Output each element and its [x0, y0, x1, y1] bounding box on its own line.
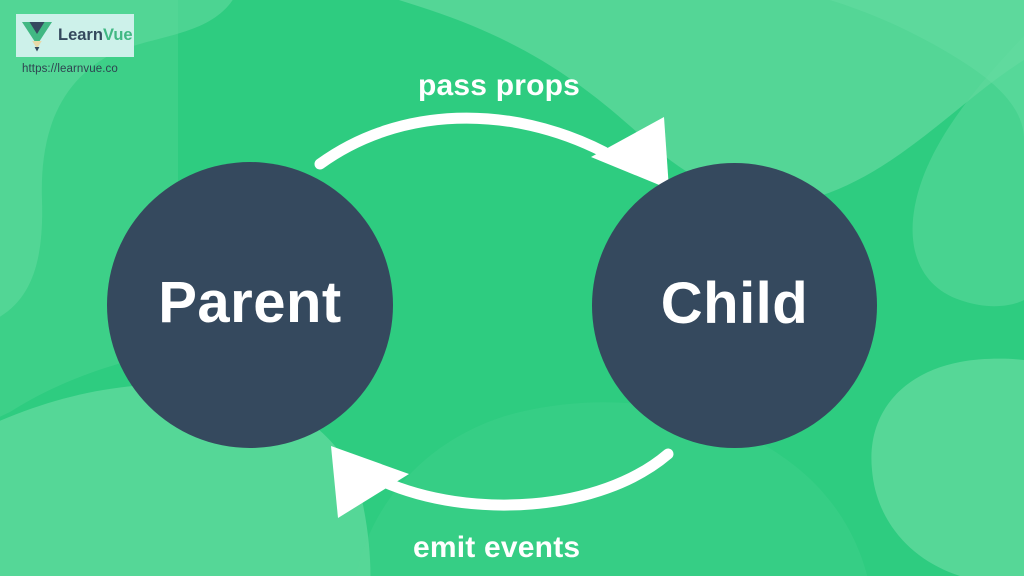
learnvue-logo-icon: [22, 21, 52, 51]
logo-wordmark-vue: Vue: [102, 26, 133, 45]
edge-label-pass-props: pass props: [418, 69, 581, 102]
brand-url[interactable]: https://learnvue.co: [22, 63, 118, 75]
logo-box[interactable]: LearnVue: [16, 14, 134, 57]
node-parent[interactable]: Parent: [107, 162, 393, 448]
node-child[interactable]: Child: [592, 163, 877, 448]
arrow-pass-props-shaft: [314, 112, 610, 170]
arrow-pass-props-head: [591, 117, 669, 189]
node-parent-label: Parent: [158, 270, 342, 335]
logo-wordmark-learn: Learn: [58, 26, 103, 45]
arrow-emit-events: [331, 446, 674, 518]
logo-wordmark: LearnVue: [58, 27, 133, 44]
blob-top-left: [0, 0, 233, 317]
blob-top-right-accent: [829, 0, 1024, 140]
blob-top-center: [398, 0, 1024, 203]
blob-right-upper: [912, 36, 1024, 307]
arrow-emit-events-shaft: [376, 448, 674, 511]
arrow-pass-props: [314, 112, 669, 189]
node-child-label: Child: [660, 270, 809, 336]
edge-label-emit-events: emit events: [413, 531, 581, 564]
arrow-emit-events-head: [331, 446, 409, 518]
blob-right-lower: [871, 358, 1024, 576]
brand-watermark: LearnVue https://learnvue.co: [16, 14, 134, 75]
